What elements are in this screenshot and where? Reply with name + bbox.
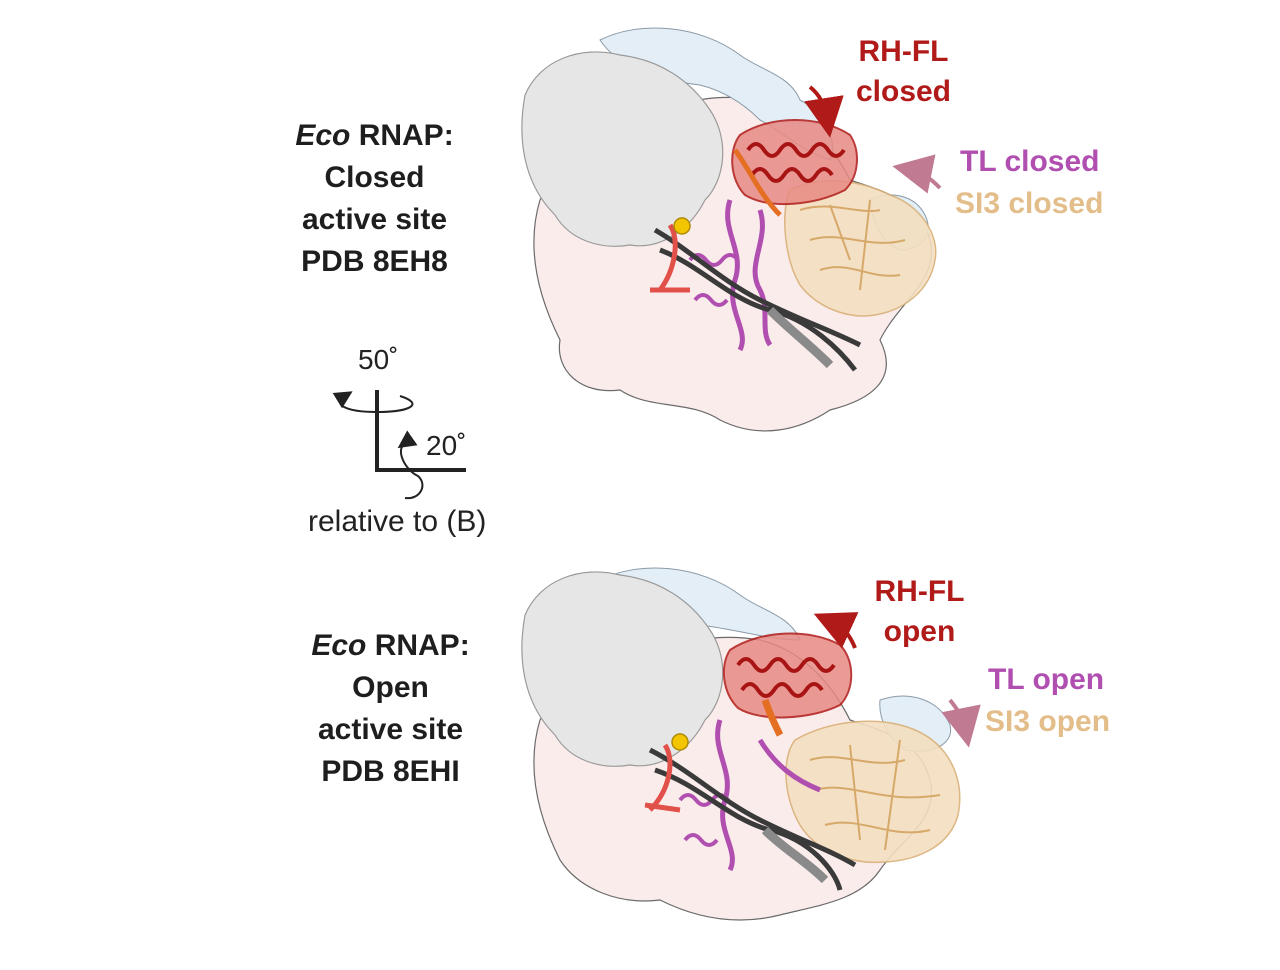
open-structure-label: Eco RNAP: Open active site PDB 8EHI xyxy=(278,625,503,793)
rnap-grey-surface-open xyxy=(521,571,724,767)
si3-domain-closed xyxy=(784,180,937,317)
rhfl-open-label: RH-FL open xyxy=(862,572,977,652)
rhfl-open-state: open xyxy=(883,615,956,648)
tl-closed-label: TL closed xyxy=(960,145,1100,178)
closed-title-line: Eco RNAP: xyxy=(262,115,487,157)
open-site: active site xyxy=(317,713,464,746)
rhfl-domain-open xyxy=(722,632,853,719)
si3-closed-label: SI3 closed xyxy=(955,187,1104,220)
rotation-20-icon xyxy=(397,430,424,500)
rotation-50-label: 50˚ xyxy=(358,344,399,375)
rna-closed xyxy=(650,223,690,293)
dna-closed xyxy=(653,227,862,372)
rhfl-closed-label: RH-FL closed xyxy=(846,32,961,112)
rna-open xyxy=(644,743,681,813)
closed-pdb: PDB 8EH8 xyxy=(301,245,448,278)
closed-organism: Eco xyxy=(295,119,351,152)
rhfl-closed-name: RH-FL xyxy=(858,35,949,68)
open-complex: RNAP: xyxy=(374,629,470,662)
mg-ion-open xyxy=(671,733,689,751)
closed-structure-label: Eco RNAP: Closed active site PDB 8EH8 xyxy=(262,115,487,283)
closed-state: Closed xyxy=(324,161,425,194)
mg-ion-closed xyxy=(673,217,691,235)
rotation-key xyxy=(332,390,466,500)
rotation-caption: relative to (B) xyxy=(308,505,487,538)
rnap-grey-surface xyxy=(521,51,724,247)
open-pdb: PDB 8EHI xyxy=(321,755,460,788)
rhfl-open-arrow xyxy=(813,612,859,649)
rnap-structure-open xyxy=(521,567,961,921)
tl-open-label: TL open xyxy=(988,663,1105,696)
rnap-structure-closed xyxy=(521,27,937,432)
rhfl-domain-closed xyxy=(731,119,858,205)
open-title-line: Eco RNAP: xyxy=(278,625,503,667)
open-organism: Eco xyxy=(311,629,367,662)
closed-complex: RNAP: xyxy=(358,119,454,152)
trigger-loop-closed xyxy=(725,199,773,352)
rhfl-closed-arrow xyxy=(804,85,844,138)
tl-closed-arrow xyxy=(892,154,942,194)
rotation-50-icon xyxy=(332,391,414,414)
si3-open-label: SI3 open xyxy=(985,705,1111,738)
rotation-20-label: 20˚ xyxy=(426,430,467,461)
tl-open-arrow xyxy=(941,698,981,748)
closed-site: active site xyxy=(301,203,448,236)
open-state: Open xyxy=(352,671,429,704)
rhfl-open-name: RH-FL xyxy=(874,575,965,608)
rhfl-closed-state: closed xyxy=(855,75,952,108)
